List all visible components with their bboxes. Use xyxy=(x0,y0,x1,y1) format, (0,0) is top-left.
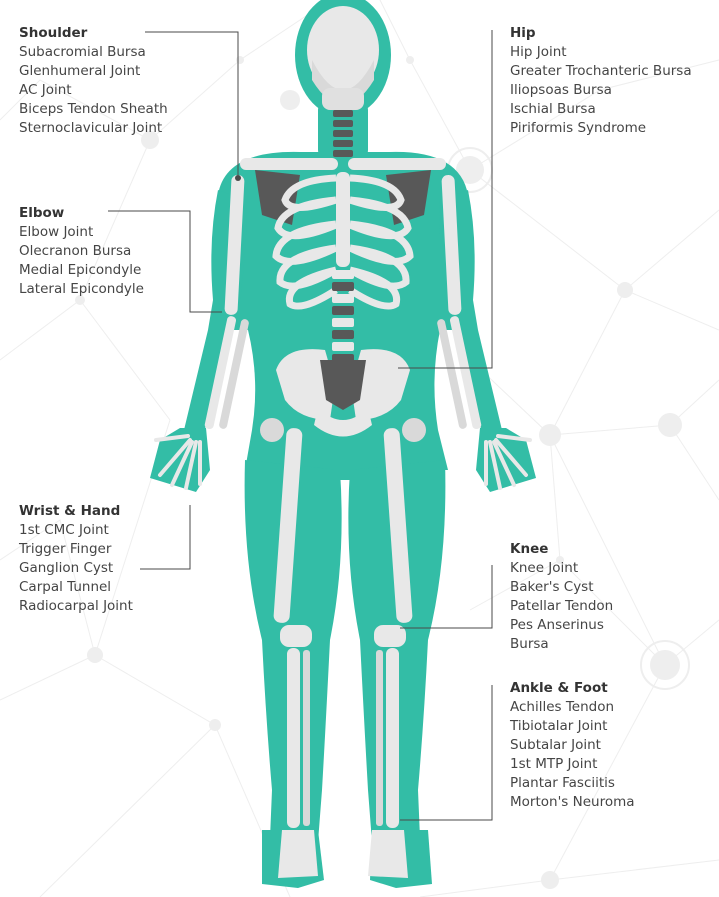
hip-title: Hip xyxy=(510,24,692,43)
right-clavicle xyxy=(348,158,446,170)
sternum xyxy=(336,172,350,267)
list-item: Olecranon Bursa xyxy=(19,242,144,261)
list-item: Iliopsoas Bursa xyxy=(510,81,692,100)
list-item: Subtalar Joint xyxy=(510,736,635,755)
list-item: Radiocarpal Joint xyxy=(19,597,133,616)
list-item: Sternoclavicular Joint xyxy=(19,119,168,138)
list-item: 1st MTP Joint xyxy=(510,755,635,774)
hip-group: Hip Hip Joint Greater Trochanteric Bursa… xyxy=(510,24,692,138)
list-item: Trigger Finger xyxy=(19,540,133,559)
list-item: Lateral Epicondyle xyxy=(19,280,144,299)
wrist-leader xyxy=(140,505,190,569)
list-item: Morton's Neuroma xyxy=(510,793,635,812)
knee-group: Knee Knee Joint Baker's Cyst Patellar Te… xyxy=(510,540,613,654)
list-item: Glenhumeral Joint xyxy=(19,62,168,81)
knee-title: Knee xyxy=(510,540,613,559)
elbow-group: Elbow Elbow Joint Olecranon Bursa Medial… xyxy=(19,204,144,299)
elbow-title: Elbow xyxy=(19,204,144,223)
list-item: Plantar Fasciitis xyxy=(510,774,635,793)
list-item: Ganglion Cyst xyxy=(19,559,133,578)
list-item: Pes Anserinus xyxy=(510,616,613,635)
list-item: Achilles Tendon xyxy=(510,698,635,717)
list-item: Medial Epicondyle xyxy=(19,261,144,280)
shoulder-group: Shoulder Subacromial Bursa Glenhumeral J… xyxy=(19,24,168,138)
shoulder-title: Shoulder xyxy=(19,24,168,43)
list-item: Baker's Cyst xyxy=(510,578,613,597)
list-item: Patellar Tendon xyxy=(510,597,613,616)
wrist-hand-title: Wrist & Hand xyxy=(19,502,133,521)
list-item: Bursa xyxy=(510,635,613,654)
shoulder-leader-dot xyxy=(235,175,241,181)
list-item: Elbow Joint xyxy=(19,223,144,242)
wrist-hand-group: Wrist & Hand 1st CMC Joint Trigger Finge… xyxy=(19,502,133,616)
list-item: AC Joint xyxy=(19,81,168,100)
list-item: Knee Joint xyxy=(510,559,613,578)
list-item: Greater Trochanteric Bursa xyxy=(510,62,692,81)
list-item: Piriformis Syndrome xyxy=(510,119,692,138)
ankle-foot-title: Ankle & Foot xyxy=(510,679,635,698)
list-item: 1st CMC Joint xyxy=(19,521,133,540)
list-item: Biceps Tendon Sheath xyxy=(19,100,168,119)
list-item: Hip Joint xyxy=(510,43,692,62)
list-item: Tibiotalar Joint xyxy=(510,717,635,736)
list-item: Carpal Tunnel xyxy=(19,578,133,597)
list-item: Ischial Bursa xyxy=(510,100,692,119)
ankle-foot-group: Ankle & Foot Achilles Tendon Tibiotalar … xyxy=(510,679,635,812)
left-clavicle xyxy=(240,158,338,170)
list-item: Subacromial Bursa xyxy=(19,43,168,62)
